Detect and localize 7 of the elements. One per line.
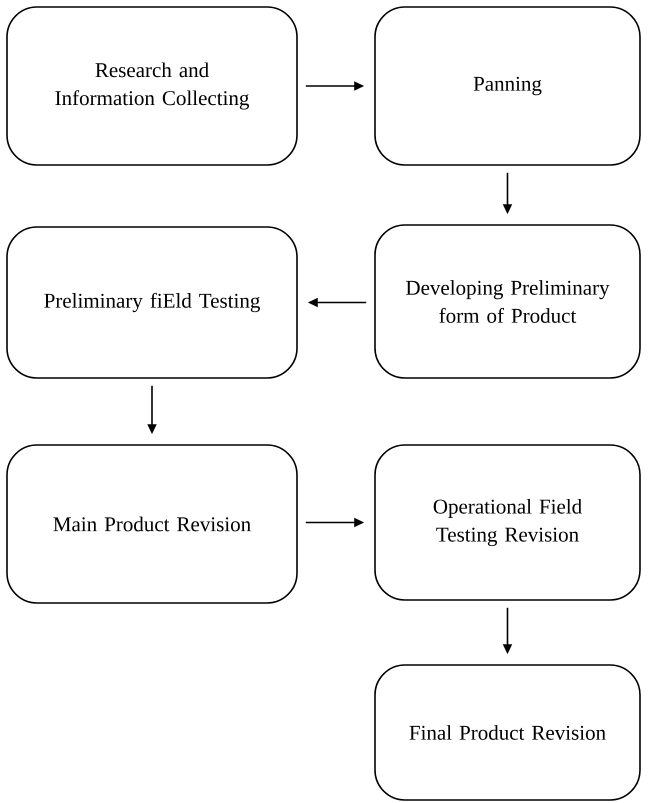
process-box: Developing Preliminary form of Product	[374, 224, 641, 379]
process-box: Operational Field Testing Revision	[374, 444, 641, 601]
process-box: Main Product Revision	[6, 444, 298, 604]
process-box: Research and Information Collecting	[6, 6, 298, 166]
process-box: Preliminary fiEld Testing	[6, 226, 298, 379]
process-box: Final Product Revision	[374, 664, 641, 801]
process-box: Panning	[374, 6, 641, 166]
